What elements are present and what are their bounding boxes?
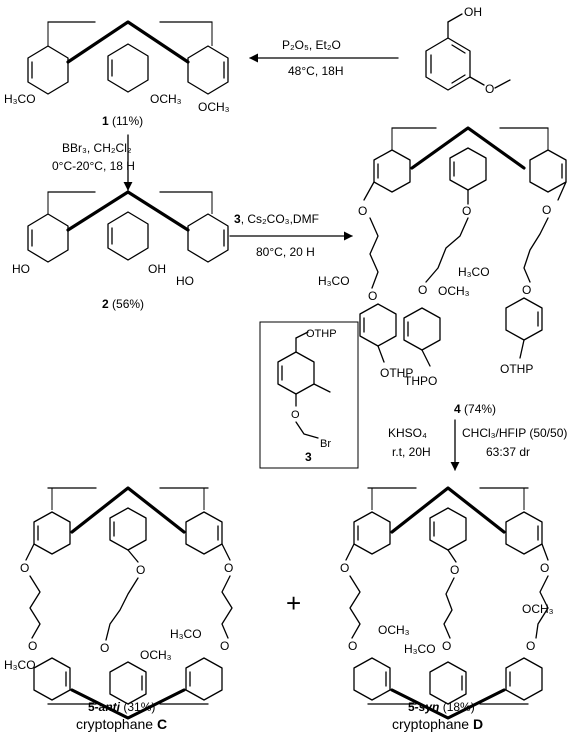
- reagent-step-4-right-1: CHCl₃/HFIP (50/50): [462, 426, 567, 440]
- hydroxyl-label: OH: [464, 5, 482, 19]
- compound-2-label: 2 (56%): [102, 297, 144, 311]
- reagent-step-3-line-2: 80°C, 20 H: [256, 245, 315, 259]
- reagent-3-othp: OTHP: [306, 328, 337, 340]
- cryptophane-syn-ether-o-4: O: [442, 639, 451, 653]
- compound-1-methoxy-middle: OCH₃: [150, 92, 182, 106]
- compound-4-ether-o-1: O: [358, 204, 367, 218]
- cryptophane-syn-methoxy-right: OCH₃: [522, 602, 554, 616]
- compound-4-structure: O O O O O O H₃CO OCH₃ H₃CO OTHP THPO OTH…: [318, 126, 567, 416]
- cryptophane-anti-ether-o-6: O: [220, 639, 229, 653]
- cryptophane-anti-methoxy-middle: OCH₃: [140, 648, 172, 662]
- compound-4-ether-o-5: O: [542, 203, 551, 217]
- compound-4-othp-left: OTHP: [380, 366, 413, 380]
- compound-4-methoxy-right: H₃CO: [458, 265, 490, 279]
- compound-4-thpo-middle: THPO: [404, 374, 437, 388]
- cryptophane-anti-ether-o-3: O: [136, 563, 145, 577]
- compound-1-methoxy-left: H₃CO: [4, 92, 36, 106]
- cryptophane-syn-methoxy-left: OCH₃: [378, 623, 410, 637]
- reagent-step-4-left-1: KHSO₄: [388, 426, 427, 440]
- cryptophane-anti-ether-o-2: O: [28, 639, 37, 653]
- compound-4-methoxy-left: H₃CO: [318, 274, 350, 288]
- compound-1-methoxy-right: OCH₃: [198, 100, 230, 114]
- cryptophane-anti-ether-o-1: O: [20, 561, 29, 575]
- cryptophane-anti-methoxy-left: H₃CO: [4, 658, 36, 672]
- arrow-step-2: BBr₃, CH₂Cl₂ 0°C-20°C, 18 H: [52, 134, 135, 191]
- reagent-step-4-left-2: r.t, 20H: [392, 445, 431, 459]
- cryptophane-syn-ether-o-5: O: [540, 561, 549, 575]
- compound-4-ether-o-3: O: [462, 204, 471, 218]
- arrow-step-1: P₂O₅, Et₂O 48°C, 18H: [249, 38, 399, 78]
- compound-2-hydroxyl-right: HO: [176, 274, 194, 288]
- cryptophane-syn-ether-o-6: O: [526, 639, 535, 653]
- starting-material-structure: OH O: [425, 5, 511, 96]
- cryptophane-anti-methoxy-right: H₃CO: [170, 627, 202, 641]
- arrow-step-4: KHSO₄ r.t, 20H CHCl₃/HFIP (50/50) 63:37 …: [388, 419, 567, 471]
- reagent-step-3-line-1: 3, Cs₂CO₃,DMF: [234, 212, 319, 226]
- reagent-3-box: OTHP O Br 3: [259, 321, 359, 469]
- compound-2-hydroxyl-left: HO: [12, 262, 30, 276]
- reagent-step-1-line-1: P₂O₅, Et₂O: [282, 38, 341, 52]
- cryptophane-anti-structure: O O O O O O H₃CO OCH₃ H₃CO: [4, 486, 233, 720]
- compound-4-ether-o-4: O: [418, 283, 427, 297]
- compound-4-ether-o-6: O: [522, 283, 531, 297]
- compound-2-structure: HO OH HO 2 (56%): [12, 190, 229, 311]
- plus-sign: +: [286, 588, 301, 618]
- cryptophane-syn-ether-o-1: O: [340, 561, 349, 575]
- arrow-step-3: 3, Cs₂CO₃,DMF 80°C, 20 H: [229, 212, 353, 259]
- cryptophane-syn-methoxy-middle: H₃CO: [404, 642, 436, 656]
- reagent-step-4-right-2: 63:37 dr: [486, 445, 530, 459]
- cryptophane-d-caption: cryptophane D: [392, 716, 483, 732]
- methoxy-o-label: O: [485, 82, 494, 96]
- reagent-step-1-line-2: 48°C, 18H: [288, 64, 344, 78]
- compound-2-hydroxyl-middle: OH: [148, 262, 166, 276]
- cryptophane-syn-ether-o-2: O: [348, 639, 357, 653]
- cryptophane-anti-ether-o-4: O: [100, 641, 109, 655]
- compound-4-label: 4 (74%): [454, 402, 496, 416]
- cryptophane-syn-label: 5-syn (18%): [408, 700, 475, 714]
- reagent-step-2-line-2: 0°C-20°C, 18 H: [52, 159, 135, 173]
- cryptophane-syn-structure: O O O O O O OCH₃ H₃CO OCH₃: [340, 486, 554, 720]
- compound-1-structure: H₃CO OCH₃ OCH₃ 1 (11%): [4, 20, 230, 128]
- reagent-3-bromide: Br: [320, 438, 331, 450]
- compound-4-ether-o-2: O: [368, 289, 377, 303]
- reagent-3-ether-o: O: [291, 409, 300, 421]
- cryptophane-syn-ether-o-3: O: [450, 563, 459, 577]
- cryptophane-c-caption: cryptophane C: [76, 716, 167, 732]
- cryptophane-anti-label: 5-anti (31%): [88, 700, 155, 714]
- compound-1-label: 1 (11%): [102, 114, 143, 128]
- reagent-3-label: 3: [305, 450, 312, 464]
- cryptophane-anti-ether-o-5: O: [224, 561, 233, 575]
- compound-4-othp-right: OTHP: [500, 362, 533, 376]
- reagent-step-2-line-1: BBr₃, CH₂Cl₂: [62, 141, 132, 155]
- compound-4-methoxy-middle: OCH₃: [438, 284, 470, 298]
